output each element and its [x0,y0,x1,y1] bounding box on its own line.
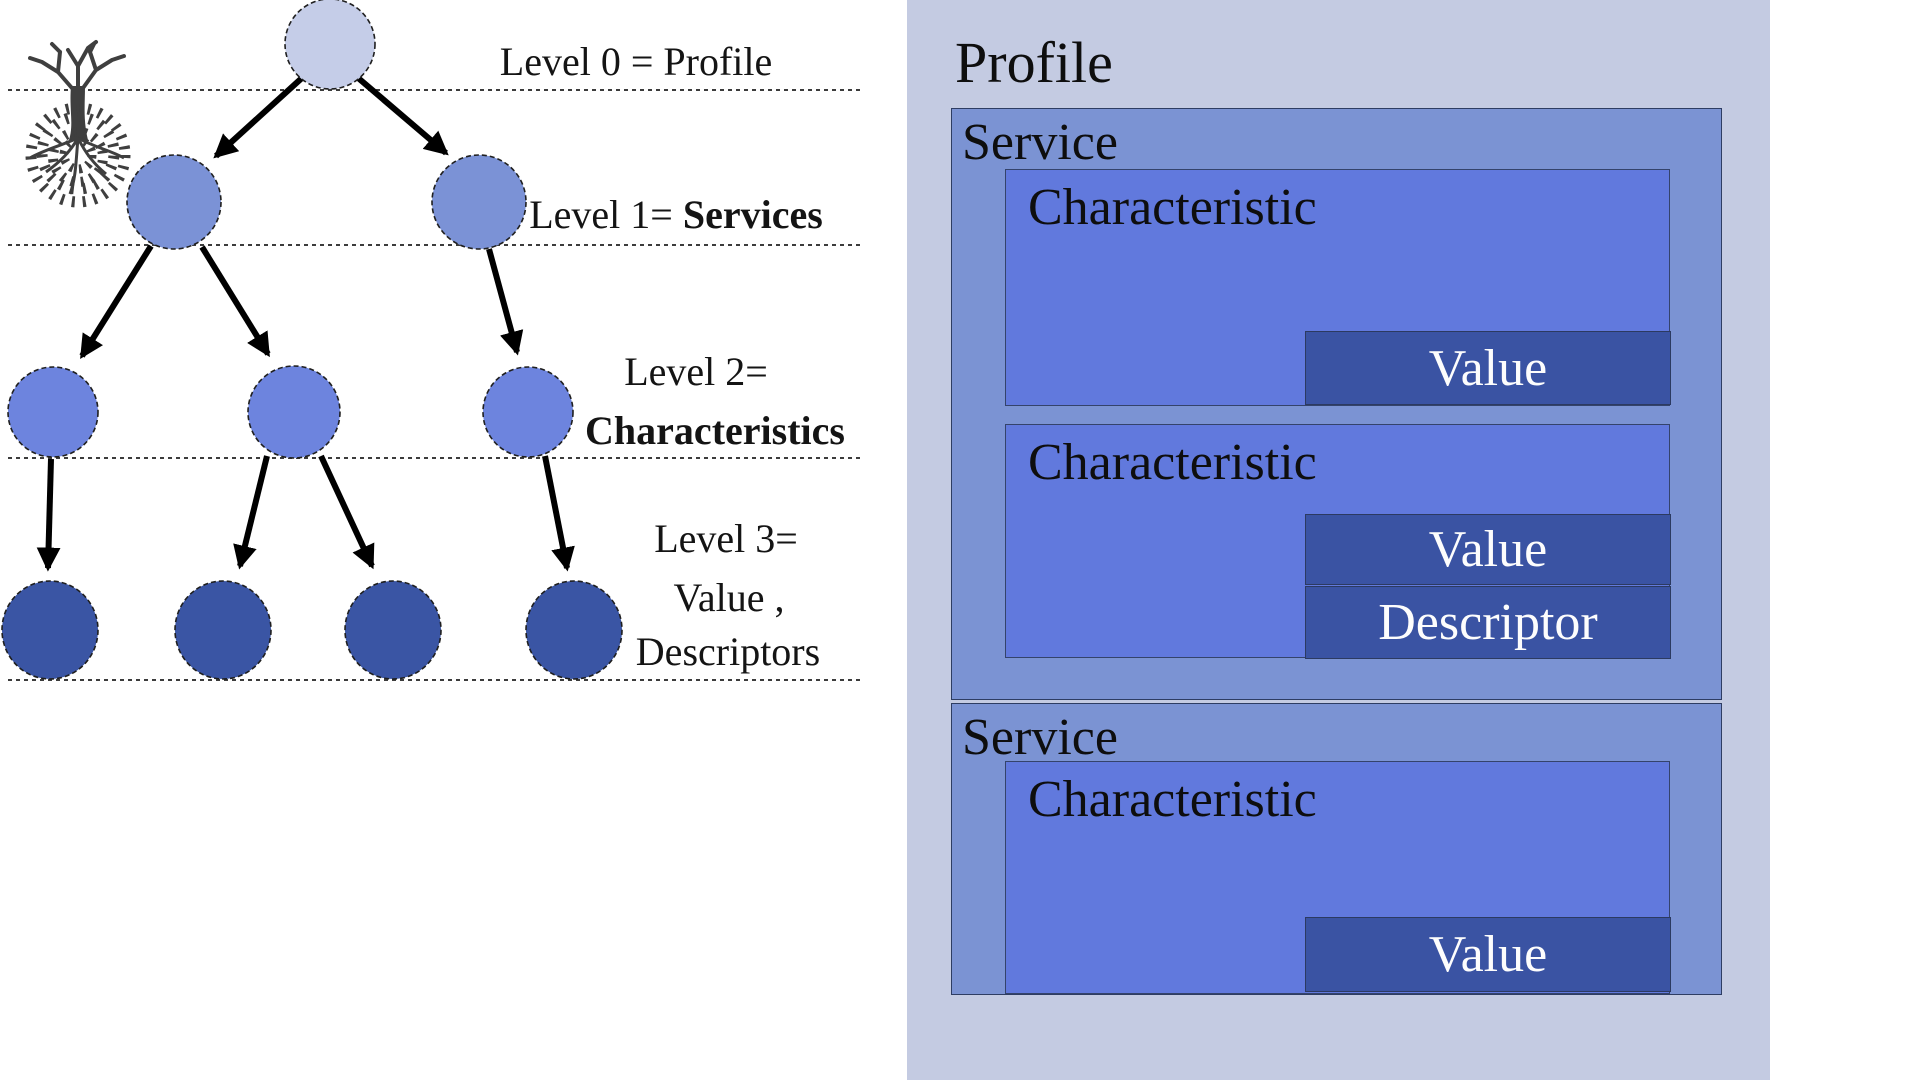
service-1-label: Service [962,114,1118,171]
value-box-3: Value [1305,917,1671,992]
value-box-2: Value [1305,514,1671,585]
node-characteristic-1 [7,366,99,458]
descriptor-label: Descriptor [1378,594,1598,651]
level2-label-line2: Characteristics [585,408,845,453]
characteristic-box-1: Characteristic Value [1005,169,1671,406]
characteristic-1-label: Characteristic [1028,179,1317,236]
gatt-tree-diagram [1,0,862,681]
tree-nodes [1,0,623,680]
arrow-char-to-value-3 [318,454,375,570]
profile-panel: Profile Service Characteristic Value Cha… [907,0,1770,1080]
level0-label: Level 0 = Profile [499,39,773,84]
service-box-1: Service Characteristic Value Characteris… [951,108,1722,700]
descriptor-box: Descriptor [1305,586,1671,659]
node-profile [284,0,376,90]
node-value-1 [1,580,99,680]
level3-label-line2: Value , [673,575,785,620]
arrow-service-to-char-2 [199,245,271,358]
level2-label-line1: Level 2= [624,349,768,394]
arrow-service-to-char-3 [486,248,524,356]
arrow-service-to-char-1 [79,244,154,360]
level-separator-lines [8,89,862,681]
node-value-4 [525,580,623,680]
node-value-2 [174,580,272,680]
value-2-label: Value [1428,521,1548,578]
node-characteristic-3 [482,366,574,458]
level1-label-prefix: Level 1= [529,192,683,237]
level1-label: Level 1= Services [529,193,823,237]
tree-roots-icon [25,40,131,208]
characteristic-box-2: Characteristic Value Descriptor [1005,424,1671,659]
characteristic-box-3: Characteristic Value [1005,761,1671,994]
arrow-profile-to-service-right [355,74,449,156]
level3-label-line3: Descriptors [635,629,821,674]
level1-label-services: Services [682,192,823,237]
node-service-left [126,154,222,250]
profile-label: Profile [955,30,1113,95]
value-3-label: Value [1428,926,1548,983]
node-value-3 [344,580,442,680]
arrow-char-to-value-4 [542,455,575,572]
arrow-char-to-value-2 [233,455,270,570]
tree-arrows [36,74,575,572]
node-service-right [431,154,527,250]
characteristic-2-label: Characteristic [1028,434,1317,491]
arrow-char-to-value-1 [36,458,61,572]
characteristic-3-label: Characteristic [1028,771,1317,828]
arrow-profile-to-service-left [213,74,306,159]
level3-label-line1: Level 3= [654,516,798,561]
service-2-label: Service [962,709,1118,766]
value-box-1: Value [1305,331,1671,405]
service-box-2: Service Characteristic Value [951,703,1722,995]
node-characteristic-2 [247,365,341,459]
value-1-label: Value [1428,339,1548,397]
